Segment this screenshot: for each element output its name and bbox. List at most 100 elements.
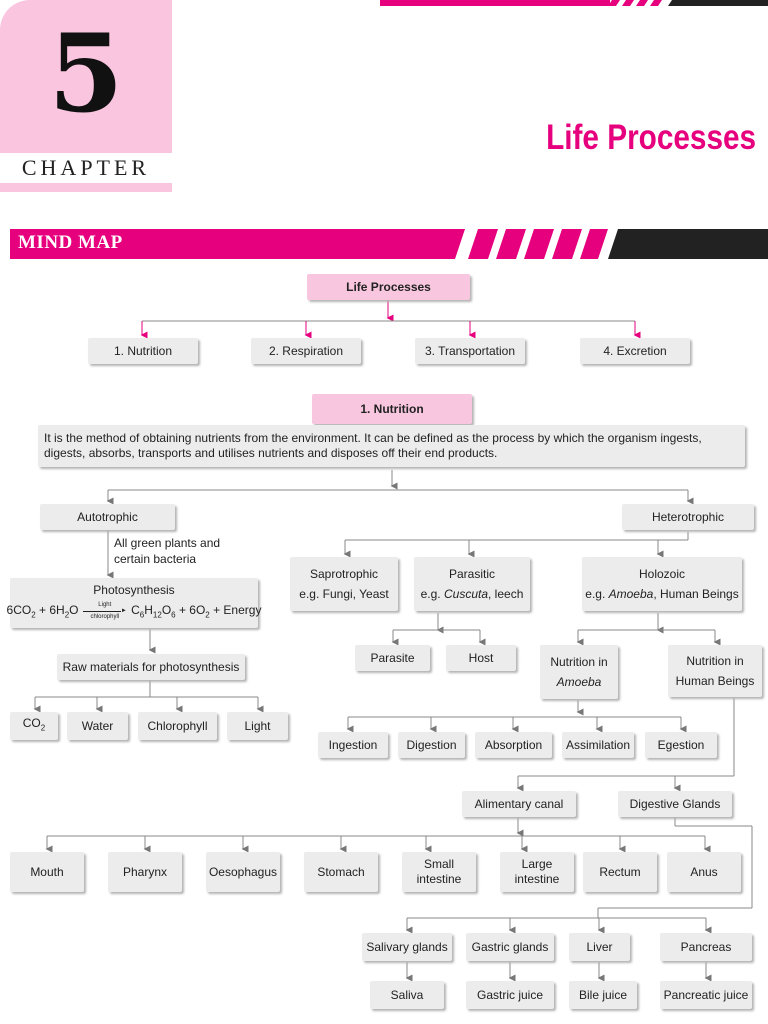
node-digestion: Digestion [398,732,465,758]
node-pancreas: Pancreas [660,933,752,961]
node-saliva-label: Saliva [390,987,424,1002]
node-egestion-label: Egestion [657,737,705,752]
node-nutrition-label: 1. Nutrition [113,343,173,358]
small-intestine-line-1: Small [423,857,454,871]
node-light: Light [227,712,288,740]
node-oesophagus-label: Oesophagus [208,864,278,879]
node-heterotrophic: Heterotrophic [622,504,754,530]
small-intestine-line-2: intestine [416,872,462,886]
node-mouth-label: Mouth [30,864,64,879]
node-absorption-label: Absorption [484,737,543,752]
chapter-word: CHAPTER [0,153,172,183]
node-large-intestine: Large intestine [500,852,574,892]
node-autotrophic-label: Autotrophic [77,509,138,524]
node-bile-juice-label: Bile juice [578,987,628,1002]
node-parasite: Parasite [355,645,430,671]
node-liver: Liver [569,933,630,961]
autotrophic-note-line-1: All green plants and [114,536,221,550]
chapter-number: 5 [48,11,124,137]
node-liver-label: Liver [586,939,613,954]
node-stomach-label: Stomach [317,864,365,879]
autotrophic-note-line-2: certain bacteria [114,552,197,566]
node-alimentary-canal: Alimentary canal [462,791,576,817]
node-pancreas-label: Pancreas [680,939,732,954]
node-chlorophyll-label: Chlorophyll [147,718,208,733]
node-gastric-glands-label: Gastric glands [471,939,549,954]
holozoic-label: Holozoic [638,566,686,581]
parasitic-example: e.g. Cuscuta, leech [420,586,524,601]
node-nutrition-header: 1. Nutrition [312,394,472,424]
node-excretion: 4. Excretion [580,338,690,364]
node-parasitic: Parasitic e.g. Cuscuta, leech [414,557,530,611]
node-rectum: Rectum [583,852,657,892]
nutrition-in-amoeba-line-2: Amoeba [556,674,602,689]
node-ingestion-label: Ingestion [328,737,378,752]
node-respiration-label: 2. Respiration [268,343,344,358]
node-mouth: Mouth [10,852,84,892]
node-gastric-glands: Gastric glands [466,933,554,961]
node-egestion: Egestion [645,732,717,758]
mind-map-label: MIND MAP [18,232,123,253]
node-digestive-glands-label: Digestive Glands [629,796,721,811]
node-respiration: 2. Respiration [251,338,361,364]
node-autotrophic: Autotrophic [40,504,175,530]
node-raw-materials-label: Raw materials for photosynthesis [62,659,240,674]
equation-arrow-bottom-text: chlorophyll [90,614,120,621]
node-digestion-label: Digestion [406,737,457,752]
node-water-label: Water [81,718,114,733]
node-saliva: Saliva [370,981,444,1009]
equation-reaction-arrow: Light ► chlorophyll [82,602,127,621]
parasitic-label: Parasitic [448,566,495,581]
photosynthesis-label: Photosynthesis [93,583,175,598]
node-oesophagus: Oesophagus [206,852,280,892]
node-host: Host [446,645,516,671]
node-pharynx-label: Pharynx [122,864,168,879]
node-anus: Anus [667,852,741,892]
node-salivary-glands: Salivary glands [362,933,452,961]
node-assimilation-label: Assimilation [565,737,631,752]
node-nutrition-definition: It is the method of obtaining nutrients … [38,425,745,467]
node-parasite-label: Parasite [370,650,415,665]
node-chlorophyll: Chlorophyll [138,712,217,740]
node-raw-materials: Raw materials for photosynthesis [57,654,245,680]
node-stomach: Stomach [304,852,378,892]
node-holozoic: Holozoic e.g. Amoeba, Human Beings [582,557,742,611]
node-bile-juice: Bile juice [569,981,637,1009]
node-photosynthesis: Photosynthesis 6CO2 + 6H2O Light ► chlor… [7,578,261,628]
node-nutrition-header-label: 1. Nutrition [360,401,424,416]
nutrition-in-human-line-2: Human Beings [675,673,755,688]
large-intestine-line-1: Large [521,857,553,871]
node-life-processes: Life Processes [307,274,470,300]
saprotrophic-example: e.g. Fungi, Yeast [299,586,389,601]
node-life-processes-label: Life Processes [346,279,431,294]
node-gastric-juice: Gastric juice [466,981,554,1009]
node-pancreatic-juice-label: Pancreatic juice [663,987,749,1002]
chapter-title: Life Processes [545,118,756,157]
nutrition-in-amoeba-line-1: Nutrition in [550,654,608,669]
node-water: Water [67,712,128,740]
node-nutrition-in-human-beings: Nutrition in Human Beings [668,645,762,697]
nutrition-in-human-line-1: Nutrition in [686,653,744,668]
node-small-intestine: Small intestine [402,852,476,892]
node-digestive-glands: Digestive Glands [618,791,732,817]
equation-arrow-top-text: Light [98,602,112,609]
node-absorption: Absorption [475,732,552,758]
node-alimentary-canal-label: Alimentary canal [474,796,564,811]
node-light-label: Light [244,718,271,733]
mind-map-banner [10,229,768,259]
node-nutrition: 1. Nutrition [88,338,198,364]
node-saprotrophic: Saprotrophic e.g. Fungi, Yeast [290,557,398,611]
node-host-label: Host [468,650,494,665]
node-salivary-glands-label: Salivary glands [366,939,448,954]
holozoic-example: e.g. Amoeba, Human Beings [585,586,739,601]
node-pharynx: Pharynx [108,852,182,892]
node-co2: CO2 [10,712,58,740]
node-co2-label: CO2 [22,716,46,733]
autotrophic-note: All green plants and certain bacteria [114,535,220,567]
saprotrophic-label: Saprotrophic [309,566,379,581]
node-pancreatic-juice: Pancreatic juice [660,981,752,1009]
node-gastric-juice-label: Gastric juice [476,987,544,1002]
photosynthesis-equation: 6CO2 + 6H2O Light ► chlorophyll C6H12O6 … [6,602,262,621]
large-intestine-line-2: intestine [514,872,560,886]
